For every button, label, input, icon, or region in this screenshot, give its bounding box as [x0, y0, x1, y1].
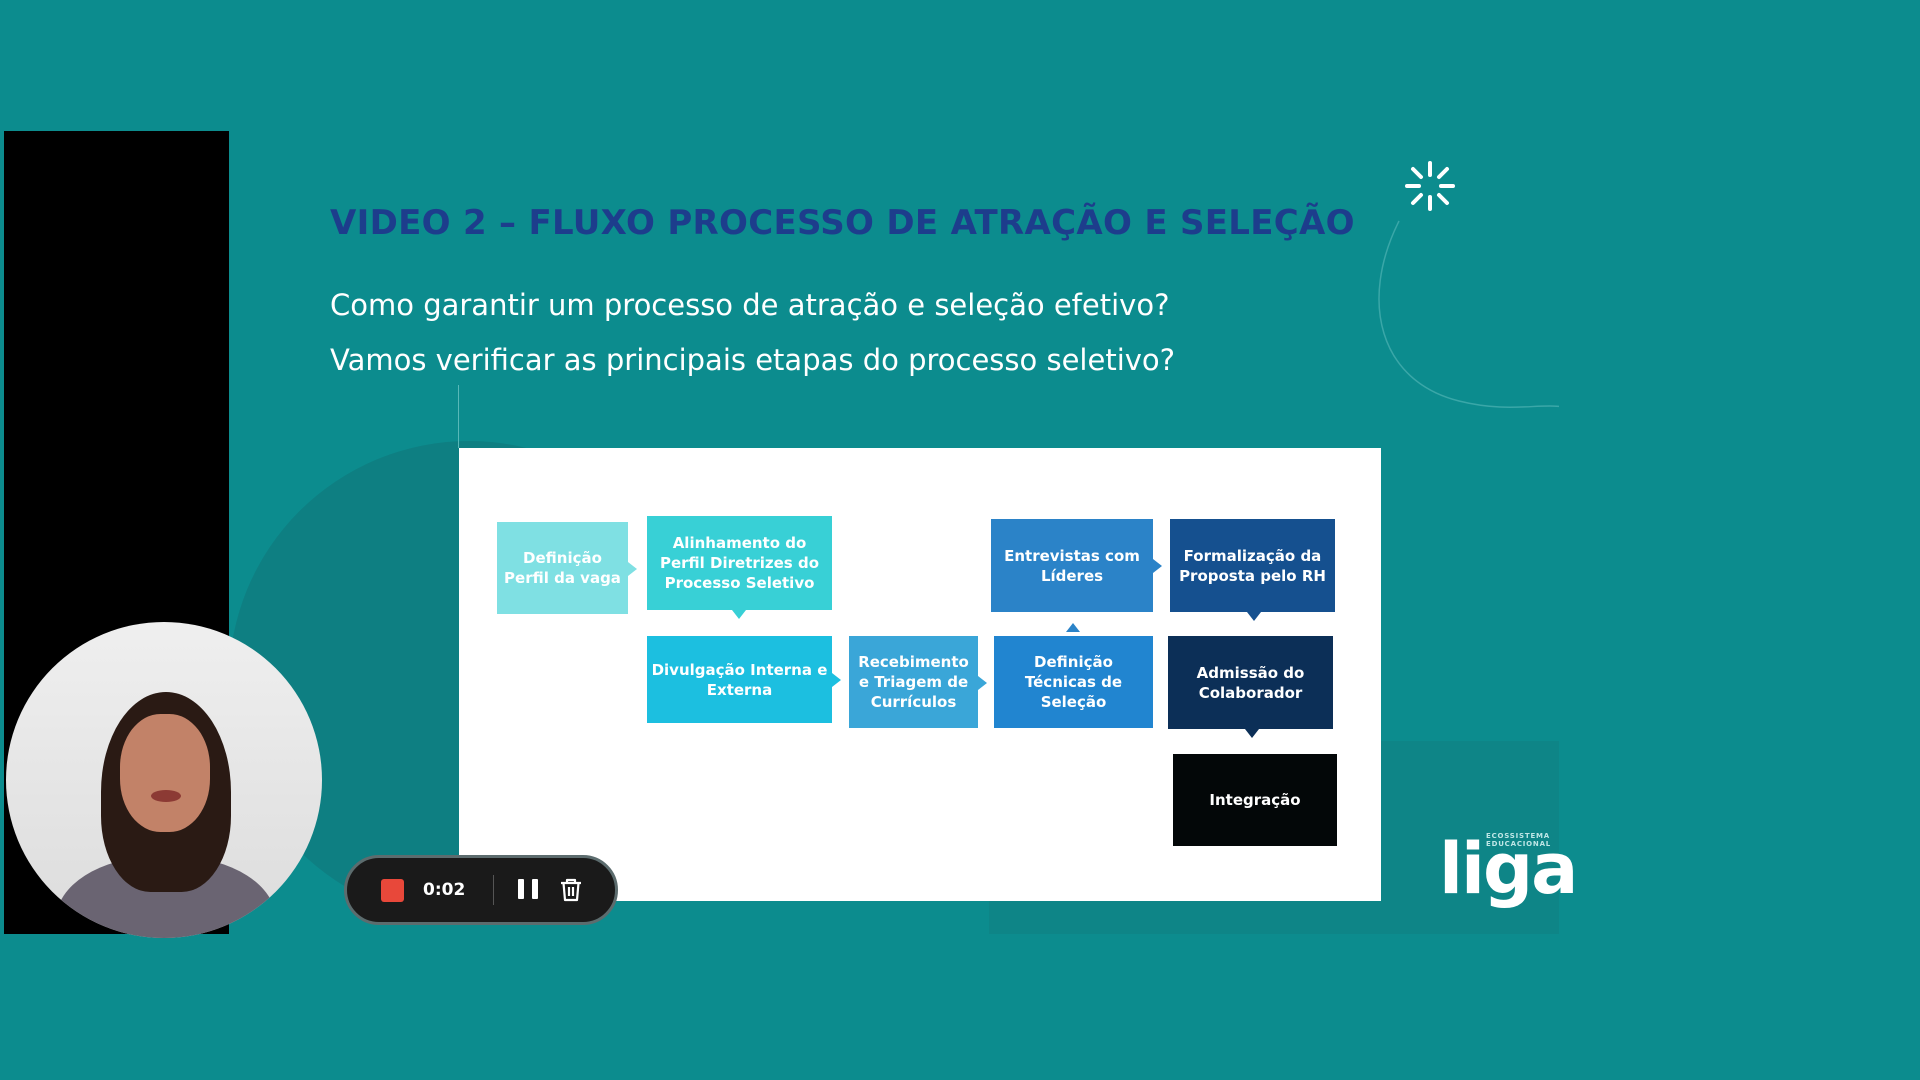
logo-tagline: ECOSSISTEMA EDUCACIONAL: [1486, 832, 1551, 848]
arrow-up: [1066, 623, 1080, 632]
stop-recording-button[interactable]: [381, 878, 404, 902]
pause-icon-bar: [532, 879, 538, 899]
presenter-mouth: [151, 790, 181, 802]
step-admissao: Admissão do Colaborador: [1168, 636, 1333, 729]
slide-title: VIDEO 2 – FLUXO PROCESSO DE ATRAÇÃO E SE…: [330, 203, 1355, 243]
liga-logo: liga: [1439, 828, 1578, 910]
pause-icon-bar: [518, 879, 524, 899]
step-recebimento: Recebimento e Triagem de Currículos: [849, 636, 978, 728]
arrow-right: [628, 562, 637, 576]
arrow-down: [732, 610, 746, 619]
decorative-curve: [1378, 220, 1559, 408]
arrow-right: [832, 673, 841, 687]
presenter-face: [120, 714, 210, 832]
arrow-down: [1247, 612, 1261, 621]
arrow-right: [1153, 559, 1162, 573]
selection-process-flowchart: Definição Perfil da vaga Alinhamento do …: [459, 448, 1381, 901]
recording-timer: 0:02: [423, 880, 466, 900]
webcam-bubble[interactable]: [6, 622, 322, 938]
logo-tagline-line: EDUCACIONAL: [1486, 840, 1552, 848]
slide-subtitle-question: Como garantir um processo de atração e s…: [330, 288, 1170, 322]
step-integracao: Integração: [1173, 754, 1337, 846]
sparkle-icon: [1405, 161, 1455, 211]
step-formalizacao: Formalização da Proposta pelo RH: [1170, 519, 1335, 612]
recording-controls-bar: 0:02: [344, 855, 618, 925]
decorative-vertical-line: [458, 385, 459, 448]
arrow-down: [1245, 729, 1259, 738]
step-alinhamento: Alinhamento do Perfil Diretrizes do Proc…: [647, 516, 832, 610]
step-definicao-tecnicas: Definição Técnicas de Seleção: [994, 636, 1153, 728]
slide-subtitle-prompt: Vamos verificar as principais etapas do …: [330, 343, 1176, 377]
step-divulgacao: Divulgação Interna e Externa: [647, 636, 832, 723]
pause-button[interactable]: [518, 879, 538, 901]
step-definicao-perfil: Definição Perfil da vaga: [497, 522, 628, 614]
arrow-right: [978, 676, 987, 690]
step-entrevistas: Entrevistas com Líderes: [991, 519, 1153, 612]
controls-divider: [493, 875, 494, 905]
trash-icon[interactable]: [558, 877, 584, 903]
logo-tagline-line: ECOSSISTEMA: [1486, 832, 1551, 840]
